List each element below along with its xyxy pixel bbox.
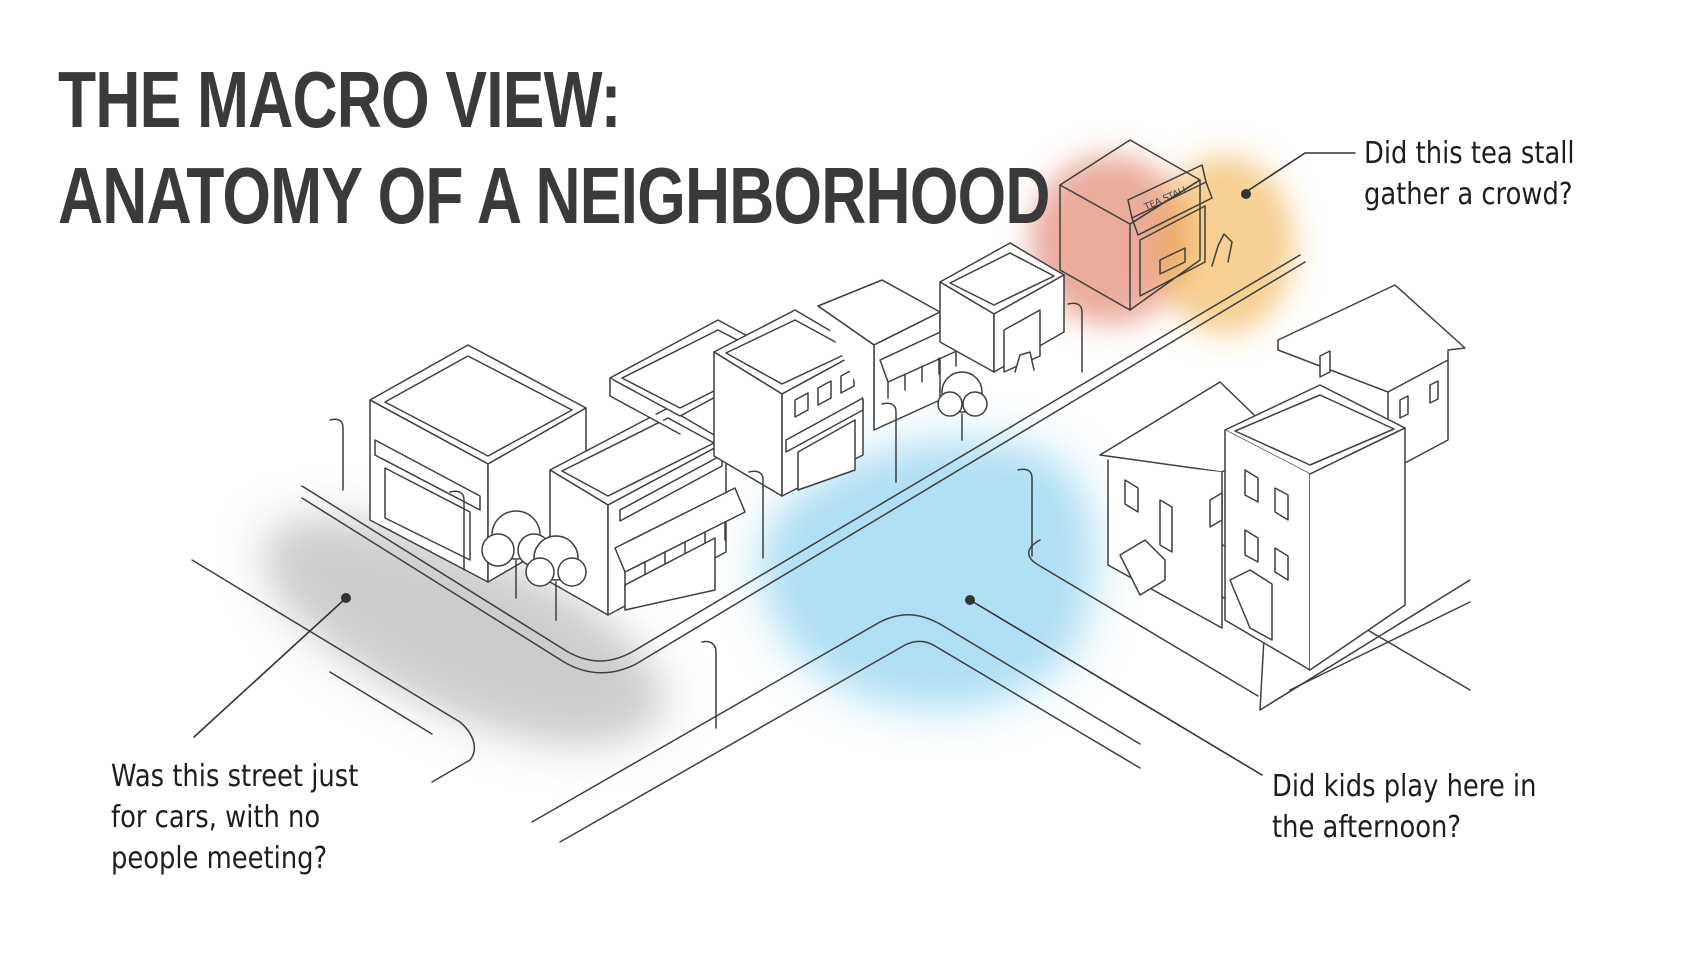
house-back: [1277, 284, 1466, 473]
tree-left: [481, 510, 587, 621]
dot-tea-stall: [1241, 189, 1251, 199]
street-lamps: [329, 302, 1083, 729]
annotation-street: Was this street just for cars, with no p…: [111, 756, 358, 879]
watercolor-street-gray: [263, 517, 668, 746]
dot-street: [341, 593, 351, 603]
tea-stall-building: [1059, 139, 1233, 311]
annotation-kids-line-2: the afternoon?: [1272, 810, 1462, 845]
annotation-street-line-2: for cars, with no: [111, 800, 321, 835]
annotation-tea-stall: Did this tea stall gather a crowd?: [1364, 133, 1575, 215]
tree-center: [937, 371, 988, 441]
annotation-tea-stall-line-1: Did this tea stall: [1364, 136, 1575, 171]
building-awning-shop: [549, 407, 746, 616]
page-title: THE MACRO VIEW: ANATOMY OF A NEIGHBORHOO…: [58, 52, 1050, 244]
annotation-street-line-1: Was this street just: [111, 759, 359, 794]
building-tall-center: [713, 309, 864, 497]
dot-kids: [965, 595, 975, 605]
title-line-2: ANATOMY OF A NEIGHBORHOOD: [58, 151, 1050, 240]
building-small-shop: [939, 242, 1065, 373]
annotation-tea-stall-line-2: gather a crowd?: [1364, 177, 1573, 212]
annotation-kids: Did kids play here in the afternoon?: [1272, 766, 1536, 848]
leader-lines: [193, 152, 1356, 776]
annotation-kids-line-1: Did kids play here in: [1272, 769, 1537, 804]
annotation-street-line-3: people meeting?: [111, 841, 328, 876]
house-rowhouse: [1224, 384, 1406, 671]
title-line-1: THE MACRO VIEW:: [58, 55, 621, 144]
watercolor-tea-orange: [1030, 155, 1295, 335]
